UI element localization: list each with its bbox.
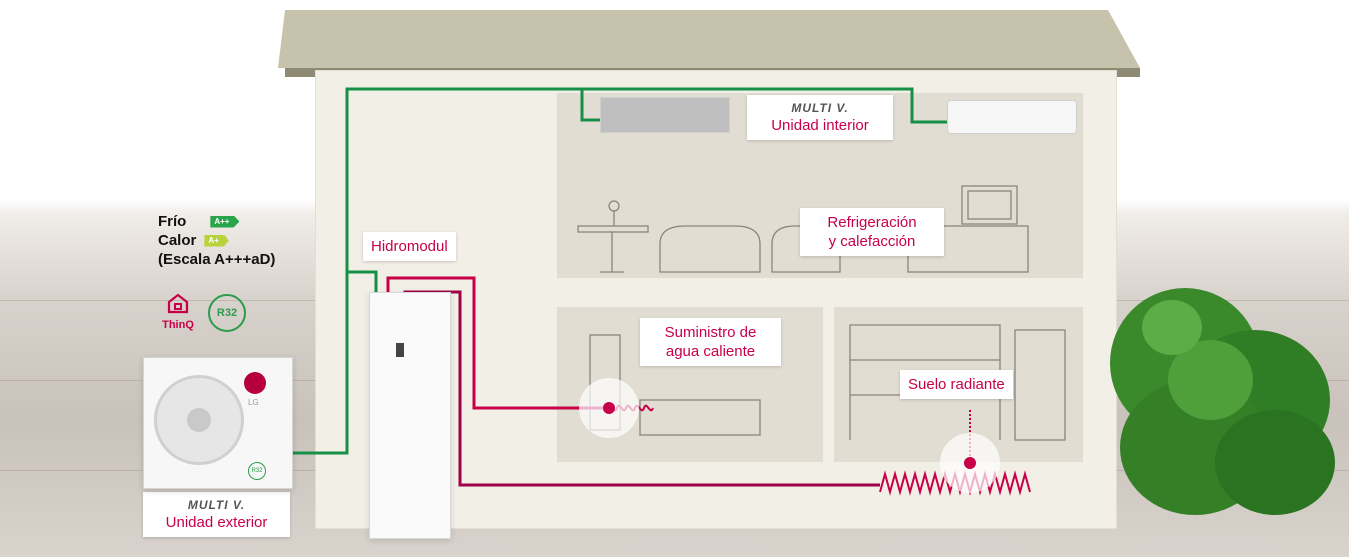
r32-refrigerant-icon: R32 xyxy=(208,294,246,332)
floor-heating-label: Suelo radiante xyxy=(900,370,1013,399)
wall-indoor-unit xyxy=(947,100,1077,134)
hydromodul-unit xyxy=(369,292,451,539)
ducted-indoor-unit xyxy=(600,97,730,133)
thinq-home-icon xyxy=(167,293,189,314)
hydromodul-label: Hidromodul xyxy=(363,232,456,261)
floor-heating-point xyxy=(964,457,976,469)
hot-water-label: Suministro de agua caliente xyxy=(640,318,781,366)
multiv-logo: MULTI V. xyxy=(187,498,246,512)
indoor-unit-label: MULTI V. Unidad interior xyxy=(747,95,893,140)
lg-logo-icon xyxy=(244,372,266,394)
fan-icon xyxy=(154,375,244,465)
rating-badge-heat: A+ xyxy=(204,234,229,247)
outdoor-unit: LG R32 xyxy=(143,357,293,489)
r32-small-icon: R32 xyxy=(248,462,266,480)
hot-water-point xyxy=(603,402,615,414)
rating-badge-cold: A++ xyxy=(210,215,240,228)
thinq-badge: ThinQ xyxy=(158,292,198,331)
hydromodul-display xyxy=(396,343,404,357)
cooling-heating-label: Refrigeración y calefacción xyxy=(800,208,944,256)
outdoor-unit-label: MULTI V. Unidad exterior xyxy=(143,492,290,537)
multiv-logo: MULTI V. xyxy=(791,101,849,115)
energy-ratings: Frío A++ Calor A+ (Escala A+++aD) xyxy=(158,213,276,268)
